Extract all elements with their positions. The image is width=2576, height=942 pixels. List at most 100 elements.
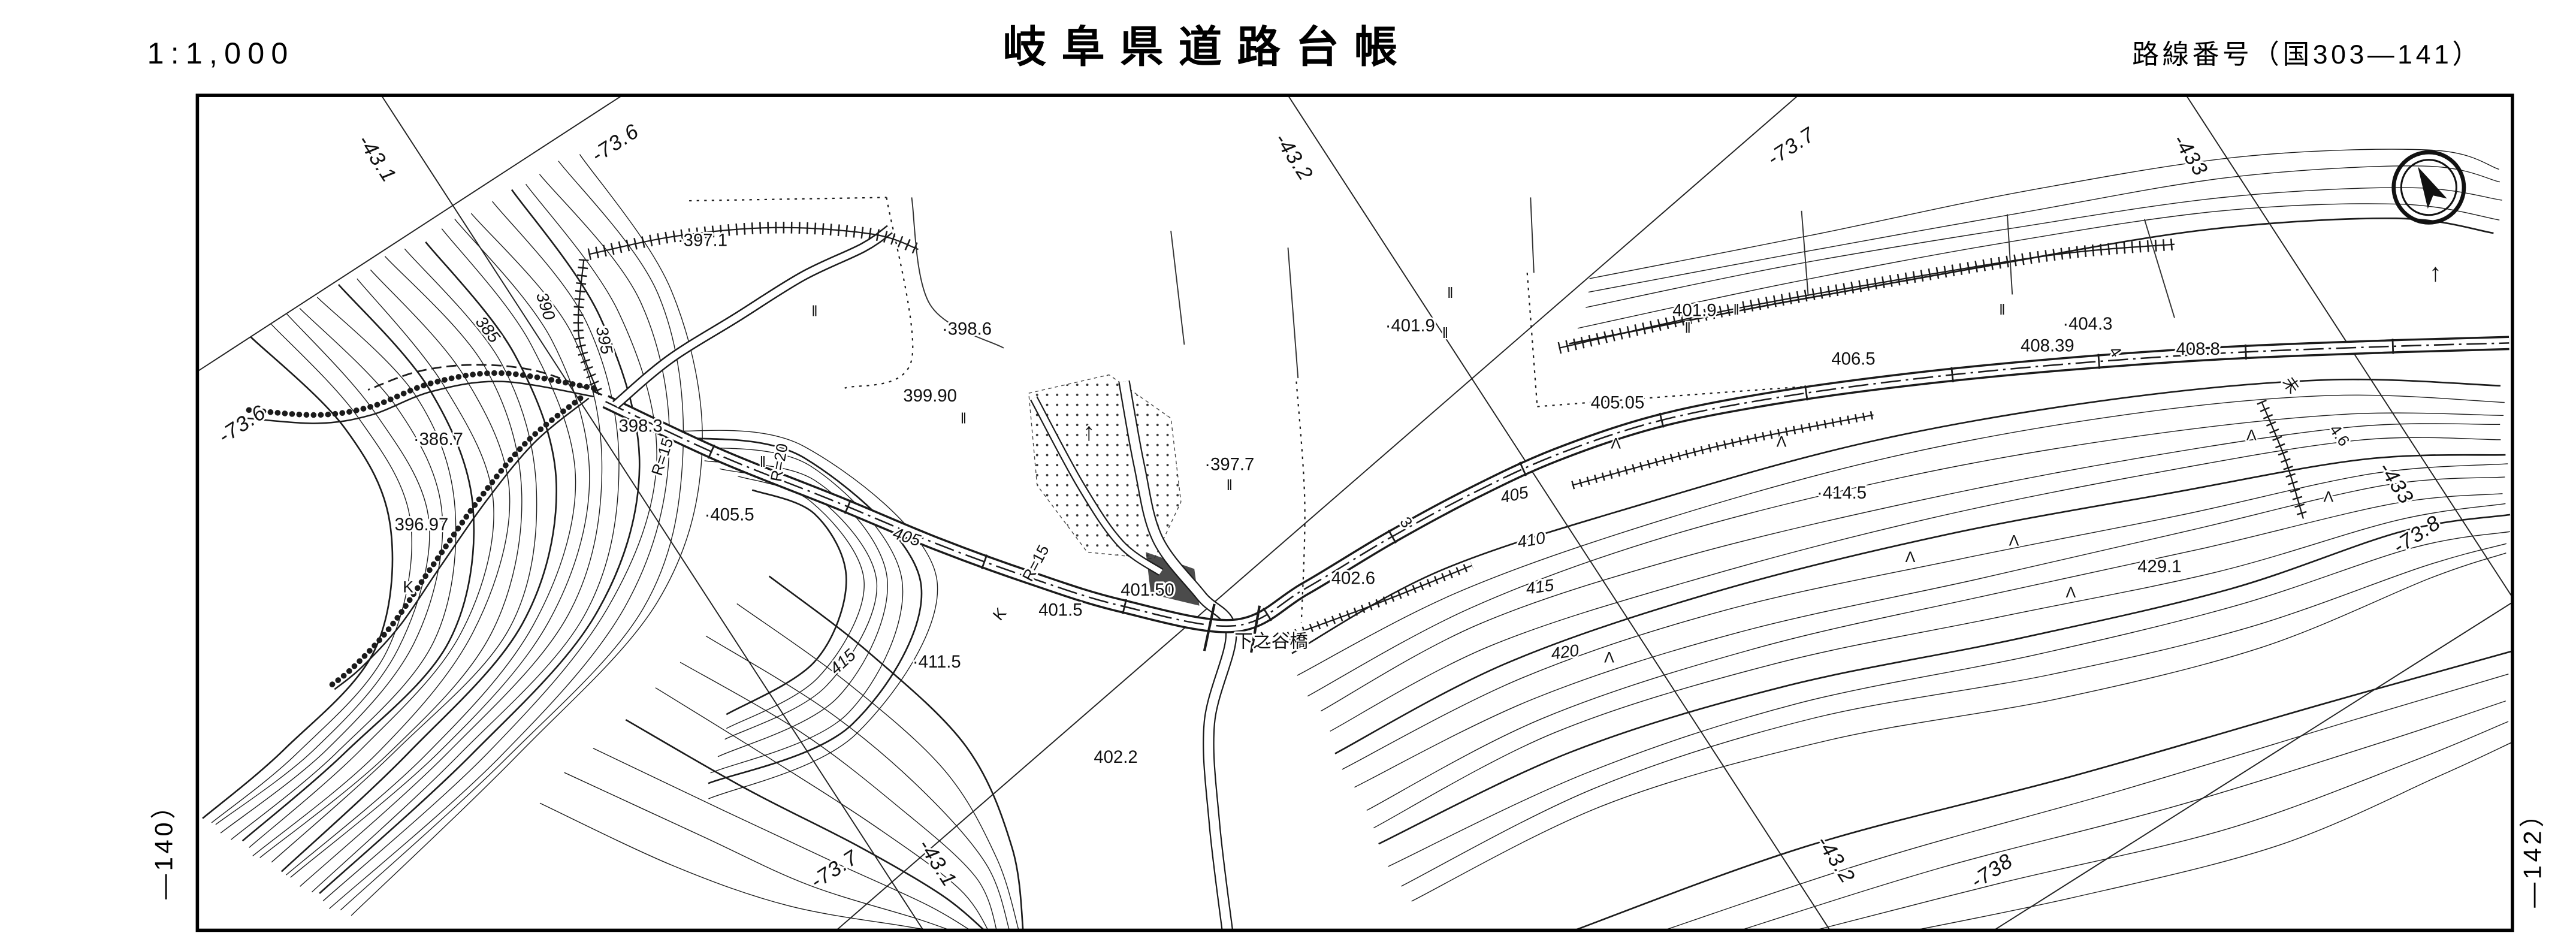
station-tick <box>2097 354 2101 369</box>
grid-coordinate-label: -73.6 <box>214 400 270 448</box>
conifer-symbol: Λ <box>1611 435 1621 452</box>
route-number-label: 路線番号（国303—141） <box>2132 40 2482 70</box>
spot-elevation-label: ·386.7 <box>413 430 463 449</box>
conifer-symbol: Λ <box>2246 427 2257 443</box>
grid-line <box>380 95 924 931</box>
spot-elevation-label: 398.3 <box>619 416 663 436</box>
spot-elevation-label: 406.5 <box>1831 349 1875 369</box>
bridge-symbol <box>1203 603 1216 651</box>
station-tick <box>981 554 988 569</box>
bridge-name-label: 下之谷橋 <box>1234 631 1308 652</box>
lot-line <box>1530 197 1535 273</box>
lot-line <box>911 197 1004 349</box>
lot-line <box>2006 214 2013 295</box>
lot-line <box>1287 247 1299 379</box>
road-annotation-label: K <box>989 604 1010 624</box>
spot-elevation-label: 408.8 <box>2176 339 2219 359</box>
map-scale-label: 1:1,000 <box>147 37 295 70</box>
spot-elevation-label: ·398.6 <box>942 319 992 339</box>
north-compass-icon <box>2391 150 2466 225</box>
conifer-symbol: Λ <box>2066 584 2076 601</box>
grid-coordinate-label: -43.1 <box>353 131 401 187</box>
paddy-field-symbol: ‖ <box>1447 285 1453 301</box>
station-tick <box>844 499 852 514</box>
spot-elevation-label: ·397.7 <box>1204 455 1254 475</box>
station-tick <box>1122 599 1127 614</box>
paddy-field-symbol: ‖ <box>1733 301 1739 318</box>
map-labels: -43.1-73.6-43.2-73.7-433-73.6-433-73.8-7… <box>212 117 2447 895</box>
spot-elevation-label: ·405.5 <box>705 505 754 524</box>
paddy-field-symbol: ‖ <box>1227 477 1233 494</box>
spot-elevation-label: ·411.5 <box>913 652 961 672</box>
lot-line <box>1801 210 1809 297</box>
contour-elevation-label: 405 <box>890 524 923 550</box>
station-tick <box>1388 529 1397 544</box>
conifer-symbol: Λ <box>1604 650 1614 666</box>
boundary-line <box>1537 385 1807 407</box>
conifer-symbol: Λ <box>2323 489 2333 506</box>
spot-elevation-label: ·414.5 <box>1817 483 1867 503</box>
contour-lines <box>1572 650 2512 931</box>
stone-chain-line <box>244 370 597 418</box>
spot-elevation-label: ·397.1 <box>678 230 727 250</box>
boundary-line <box>1526 273 1538 407</box>
road-annotation-label: R=15 <box>648 436 677 478</box>
boundary-line <box>1295 381 1306 623</box>
grid-line <box>197 95 623 372</box>
station-tick <box>707 444 715 459</box>
road-annotation-label: 未 <box>2279 373 2303 397</box>
spot-elevation-label: 396.97 <box>395 515 449 535</box>
up-arrow-symbol: ↑ <box>1083 417 1095 445</box>
spot-elevation-label: ·404.3 <box>2062 314 2112 334</box>
station-tick <box>1519 461 1527 476</box>
grid-coordinate-label: -73.8 <box>2388 511 2445 558</box>
up-arrow-symbol: ↑ <box>2429 258 2442 286</box>
road-annotation-label: K <box>403 578 413 596</box>
paddy-field-symbol: ‖ <box>1999 301 2005 318</box>
contour-elevation-label: 415 <box>1524 575 1555 597</box>
station-tick <box>1263 607 1272 621</box>
grid-line <box>1287 95 1831 931</box>
spot-elevation-label: ·401.9 <box>1385 316 1435 336</box>
shaded-bank-area <box>1146 552 1200 606</box>
paddy-field-symbol: ‖ <box>1442 325 1448 342</box>
spot-elevation-label: 408.39 <box>2021 336 2074 355</box>
road-centerline <box>605 342 2509 627</box>
grid-coordinate-label: -43.2 <box>1270 129 1318 185</box>
spot-elevation-label: 399.90 <box>903 386 957 406</box>
contour-elevation-label: 390 <box>533 290 559 322</box>
grid-line <box>1994 602 2512 931</box>
paddy-field-symbol: ‖ <box>961 410 967 427</box>
contour-elevation-label: 385 <box>472 313 504 346</box>
station-tick <box>1659 412 1665 428</box>
stone-chain-line <box>325 395 584 691</box>
conifer-symbol: Λ <box>1777 434 1787 451</box>
contour-lines <box>539 575 1024 931</box>
map-canvas: -43.1-73.6-43.2-73.7-433-73.6-433-73.8-7… <box>197 95 2512 931</box>
boundary-line <box>689 197 887 202</box>
map-frame <box>195 93 2514 932</box>
boundary-line <box>367 364 603 396</box>
contour-lines <box>202 154 703 916</box>
grid-coordinate-label: -73.7 <box>1763 122 1819 170</box>
grid-coordinate-label: -73.6 <box>587 119 644 167</box>
spot-elevation-label: 401.9 <box>1672 301 1716 321</box>
levee-line <box>334 397 590 690</box>
spot-elevation-label: 401.5 <box>1038 600 1082 620</box>
conifer-symbol: Λ <box>1905 549 1916 566</box>
boundary-line <box>844 197 914 389</box>
spot-elevation-label: 402.2 <box>1094 747 1137 767</box>
station-tick <box>1950 367 1954 382</box>
spot-elevation-label: 401.50 <box>1121 580 1174 600</box>
lot-line <box>1170 231 1185 345</box>
levee-line <box>247 381 594 424</box>
station-tick <box>1804 385 1808 401</box>
spot-elevation-label: 405.05 <box>1591 393 1645 412</box>
sheet-ref-right: —142） <box>2518 799 2546 908</box>
road-annotation-label: 4.6 <box>2326 421 2354 449</box>
conifer-symbol: Λ <box>2009 532 2019 549</box>
paddy-field-symbol: ‖ <box>760 454 766 470</box>
grid-coordinate-label: -433 <box>2169 130 2213 180</box>
contour-lines <box>1291 378 2511 902</box>
